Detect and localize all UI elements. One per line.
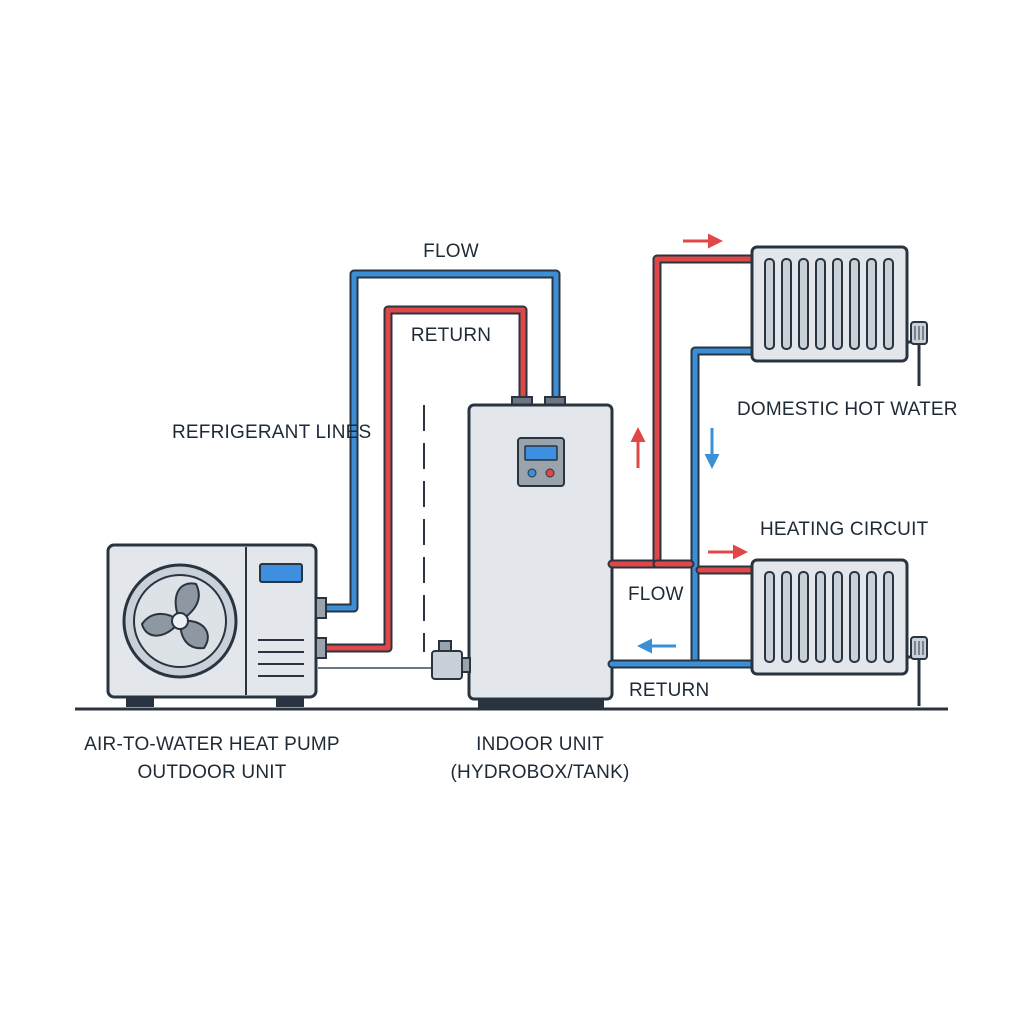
- fan-icon: [122, 563, 238, 679]
- top-flow-label: FLOW: [423, 241, 479, 262]
- thermostatic-valve-icon: [907, 636, 928, 706]
- circulation-pump-icon: [431, 640, 471, 680]
- indoor-unit-label-line1: INDOOR UNIT: [476, 734, 604, 755]
- control-panel-icon: [517, 437, 565, 487]
- top-return-label: RETURN: [410, 325, 492, 346]
- thermostatic-valve-icon: [907, 321, 928, 386]
- outdoor-unit-label-line1: AIR-TO-WATER HEAT PUMP: [84, 734, 340, 755]
- radiator-icon: [750, 558, 909, 676]
- outdoor-unit-label-line2: OUTDOOR UNIT: [137, 762, 287, 783]
- dhw-flow-pipe: [607, 254, 757, 569]
- heating-circuit-label: HEATING CIRCUIT: [760, 519, 929, 540]
- refrigerant-return-pipe: [313, 305, 528, 653]
- indoor-unit-label-line2: (HYDROBOX/TANK): [450, 762, 630, 783]
- indoor-unit: [467, 396, 614, 709]
- lower-return-label: RETURN: [629, 680, 710, 701]
- domestic-hot-water-label: DOMESTIC HOT WATER: [737, 399, 958, 420]
- radiator-icon: [750, 245, 909, 363]
- dhw-return-pipe: [690, 346, 757, 669]
- refrigerant-lines-label: REFRIGERANT LINES: [172, 422, 372, 443]
- refrigerant-flow-pipe: [313, 269, 561, 613]
- lower-flow-label: FLOW: [628, 584, 684, 605]
- heating-flow-pipe: [652, 559, 757, 575]
